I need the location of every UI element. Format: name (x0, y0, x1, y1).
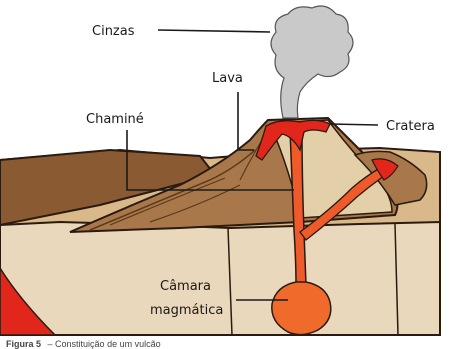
label-crater: Cratera (386, 119, 435, 134)
figure-caption: Figura 5 – Constituição de um vulcão (6, 339, 161, 349)
label-lava: Lava (212, 71, 243, 86)
magma-chamber (272, 282, 331, 335)
label-ash: Cinzas (92, 24, 135, 39)
leader-ash (158, 30, 270, 32)
label-chamber-line2: magmática (150, 303, 223, 318)
ash-plume (271, 6, 353, 118)
leader-crater (330, 124, 378, 125)
caption-figure-number: Figura 5 (6, 339, 41, 349)
caption-text: – Constituição de um vulcão (48, 339, 161, 349)
label-vent: Chaminé (86, 112, 144, 127)
label-chamber-line1: Câmara (160, 279, 211, 294)
